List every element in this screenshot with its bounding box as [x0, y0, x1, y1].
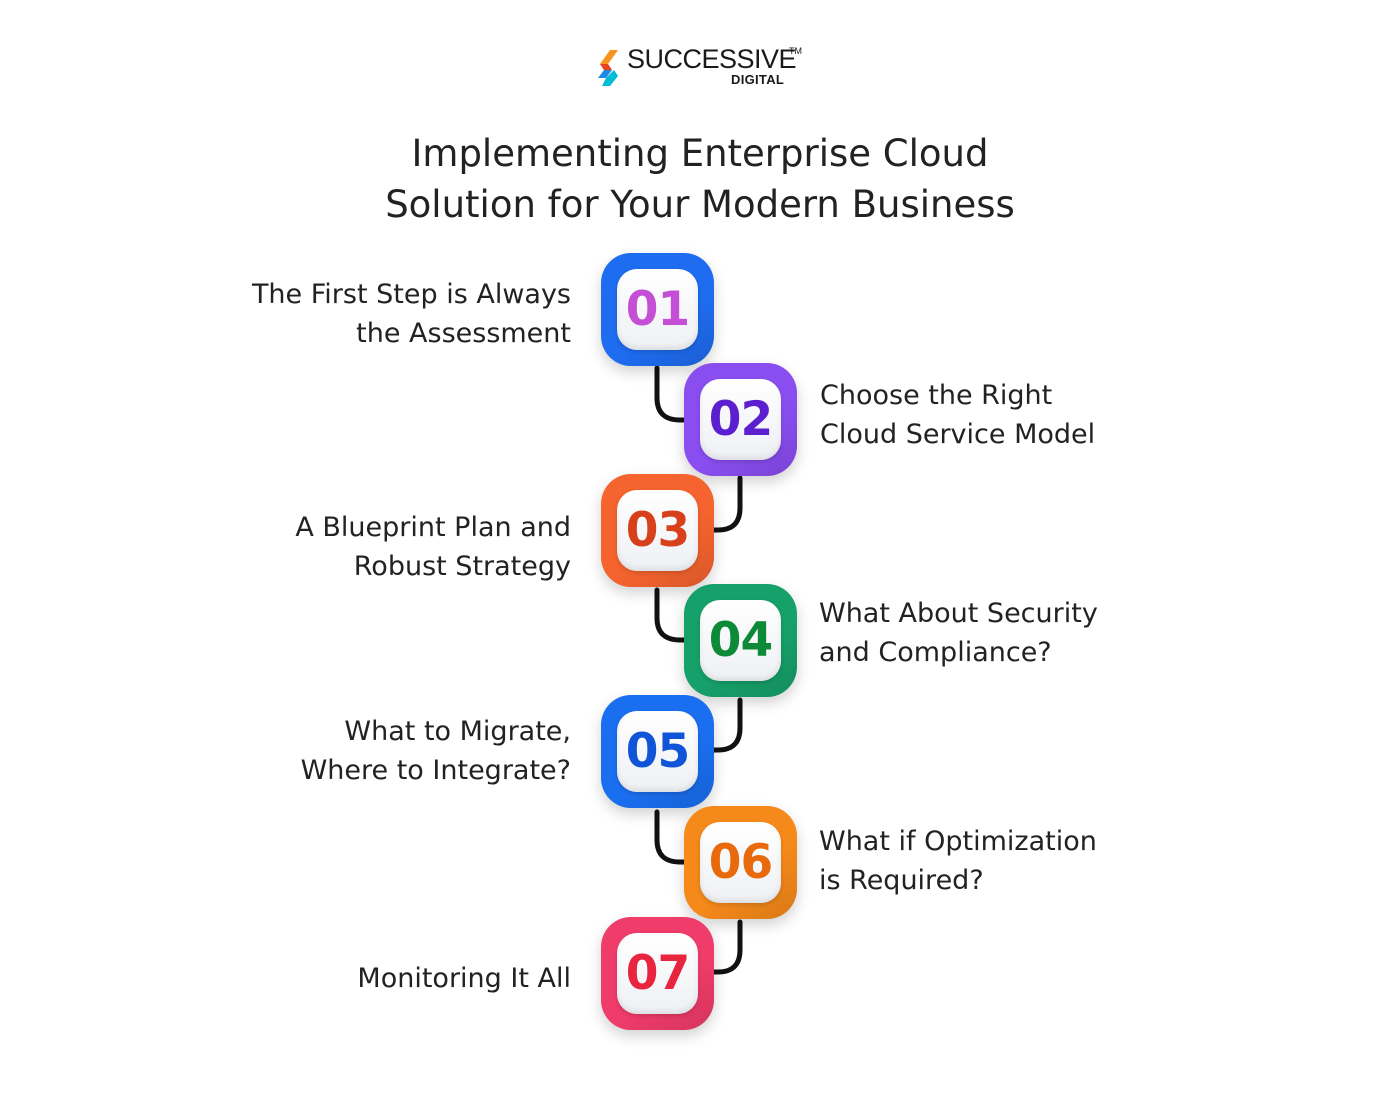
step-tile-face: 01	[617, 269, 698, 350]
step-label-07: Monitoring It All	[357, 959, 571, 998]
step-number: 04	[708, 613, 773, 668]
step-tile-03: 03	[601, 474, 714, 587]
step-label-02: Choose the Right Cloud Service Model	[820, 376, 1095, 454]
step-tile-07: 07	[601, 917, 714, 1030]
step-tile-face: 02	[700, 379, 781, 460]
step-label-line: Where to Integrate?	[300, 755, 571, 786]
brand-logo: SUCCESSIVE TM DIGITAL	[596, 44, 816, 92]
step-label-line: is Required?	[819, 865, 984, 896]
step-label-05: What to Migrate, Where to Integrate?	[301, 712, 571, 790]
step-label-line: A Blueprint Plan and	[295, 512, 571, 543]
title-line-2: Solution for Your Modern Business	[385, 183, 1015, 226]
step-label-line: What if Optimization	[819, 826, 1097, 857]
step-tile-face: 07	[617, 933, 698, 1014]
step-tile-04: 04	[684, 584, 797, 697]
step-tile-06: 06	[684, 806, 797, 919]
brand-subname: DIGITAL	[731, 72, 785, 87]
connector-2-3	[705, 475, 743, 533]
step-number: 05	[625, 724, 690, 779]
step-tile-face: 06	[700, 822, 781, 903]
step-tile-05: 05	[601, 695, 714, 808]
step-label-line: What to Migrate,	[344, 716, 571, 747]
brand-trademark: TM	[789, 46, 802, 56]
step-label-line: Choose the Right	[820, 380, 1053, 411]
step-tile-01: 01	[601, 253, 714, 366]
step-tile-02: 02	[684, 363, 797, 476]
step-number: 02	[708, 392, 773, 447]
connector-1-2	[654, 365, 693, 423]
successive-logo-icon	[598, 50, 618, 86]
step-label-06: What if Optimization is Required?	[819, 822, 1097, 900]
step-number: 01	[625, 282, 690, 337]
step-number: 06	[708, 835, 773, 890]
brand-name: SUCCESSIVE	[627, 44, 797, 74]
connector-4-5	[705, 697, 743, 753]
step-number: 03	[625, 503, 690, 558]
step-tile-face: 03	[617, 490, 698, 571]
step-label-03: A Blueprint Plan and Robust Strategy	[295, 508, 571, 586]
step-label-line: the Assessment	[356, 318, 571, 349]
step-label-line: The First Step is Always	[251, 279, 571, 310]
step-label-line: Cloud Service Model	[820, 419, 1096, 450]
step-label-line: Monitoring It All	[357, 963, 571, 994]
step-label-01: The First Step is Always the Assessment	[252, 275, 571, 353]
title-line-1: Implementing Enterprise Cloud	[411, 132, 989, 175]
connector-3-4	[654, 587, 693, 643]
step-label-04: What About Security and Compliance?	[819, 594, 1098, 672]
connector-6-7	[705, 919, 743, 975]
step-tile-face: 05	[617, 711, 698, 792]
connector-5-6	[654, 809, 693, 865]
step-tile-face: 04	[700, 600, 781, 681]
step-label-line: What About Security	[819, 598, 1098, 629]
step-label-line: Robust Strategy	[353, 551, 571, 582]
step-label-line: and Compliance?	[819, 637, 1052, 668]
step-number: 07	[625, 946, 690, 1001]
page-title: Implementing Enterprise Cloud Solution f…	[200, 128, 1200, 230]
